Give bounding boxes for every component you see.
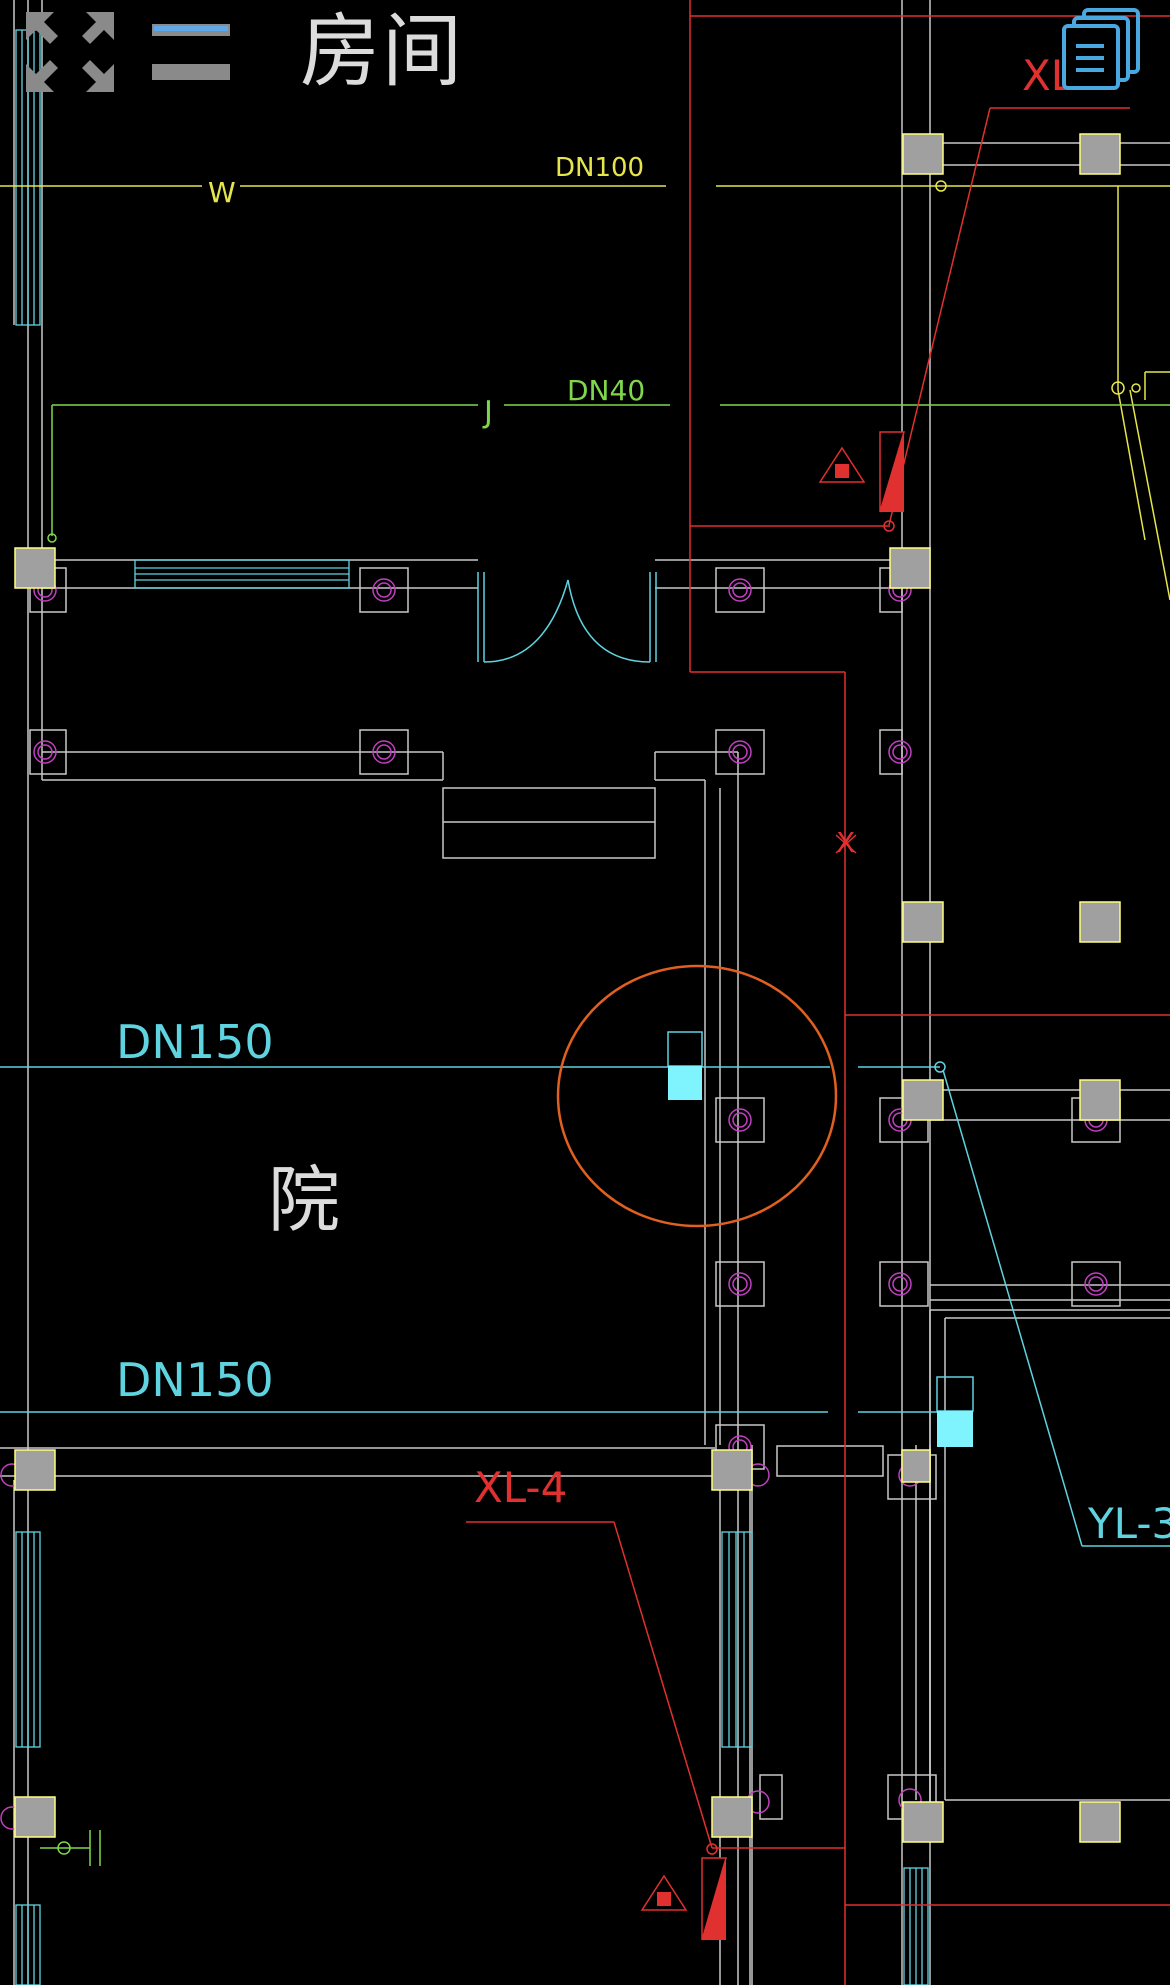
fullscreen-arrows-icon — [26, 12, 114, 92]
j-line-name: J — [482, 395, 493, 430]
j-line-size: DN40 — [567, 374, 645, 407]
fire-hydrant-upper — [818, 431, 906, 513]
menu-button[interactable] — [148, 14, 234, 86]
fire-lines — [466, 0, 1170, 1985]
room-label: 院 — [268, 1158, 340, 1242]
fire-hydrant-lower — [640, 1857, 728, 1941]
highlight-circle[interactable] — [556, 964, 838, 1228]
columns — [14, 133, 1121, 1843]
layers-stack-icon — [1062, 8, 1140, 90]
double-door — [477, 572, 657, 663]
dn150-top-label: DN150 — [116, 1015, 274, 1069]
page-title: 房间 — [300, 5, 464, 98]
fixture-rings — [0, 578, 1108, 1830]
hamburger-menu-icon — [152, 24, 230, 80]
dn150-bottom-label: DN150 — [116, 1353, 274, 1407]
w-line-name: W — [208, 176, 236, 209]
drain-line-w — [0, 180, 1170, 601]
layers-button[interactable] — [1056, 6, 1162, 94]
rain-lines — [0, 1061, 1170, 1547]
w-line-size: DN100 — [555, 153, 644, 183]
x-line-name: X — [836, 826, 855, 859]
xl4-label: XL-4 — [474, 1463, 567, 1512]
windows — [15, 29, 929, 1985]
yl3-label: YL-3 — [1087, 1499, 1170, 1548]
fullscreen-button[interactable] — [20, 6, 120, 98]
supply-line-j — [40, 404, 1170, 1866]
rain-hoppers — [667, 1031, 974, 1447]
